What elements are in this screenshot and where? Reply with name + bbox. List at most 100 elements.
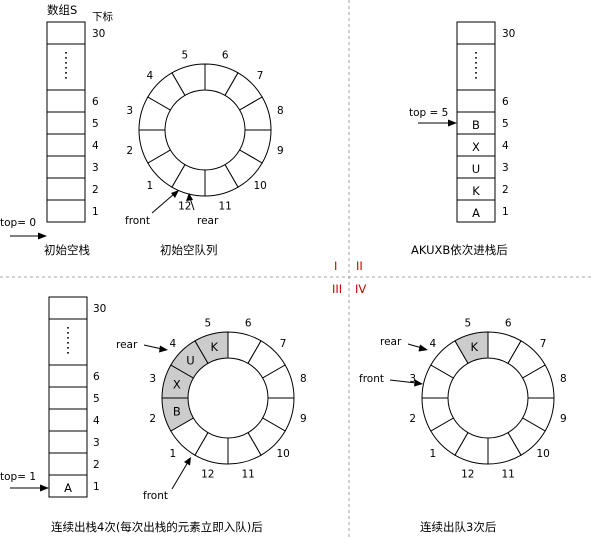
queue-element: K — [211, 340, 219, 354]
slot-index-label: 7 — [540, 338, 547, 350]
array-name-label: 数组S — [47, 3, 77, 17]
stack-cell-4 — [46, 133, 86, 157]
quadrant-label-1: I — [334, 259, 337, 273]
index-label: 4 — [92, 140, 99, 152]
slot-index-label: 12 — [461, 468, 474, 480]
stack-cell-6 — [46, 89, 86, 113]
front-pointer-arrow — [151, 190, 179, 214]
stack-cell-30 — [456, 21, 496, 45]
slot-index-label: 4 — [147, 70, 154, 82]
queue-element: K — [471, 340, 479, 354]
slot-index-label: 12 — [178, 200, 191, 212]
rear-pointer-arrow — [143, 344, 168, 353]
queue-slot — [194, 431, 229, 465]
rear-pointer-arrow — [407, 343, 428, 352]
top-pointer-arrow — [10, 484, 49, 492]
slot-index-label: 11 — [242, 468, 255, 480]
rear-pointer-label: rear — [197, 215, 219, 227]
panel-caption: AKUXB依次进栈后 — [411, 243, 508, 257]
panel-caption: 初始空栈 — [44, 243, 90, 257]
slot-index-label: 5 — [464, 318, 471, 330]
slot-index-label: 5 — [181, 50, 188, 62]
slot-index-label: 12 — [201, 468, 214, 480]
stack-cell-3 — [46, 155, 86, 179]
queue-slot — [454, 431, 489, 465]
quadrant-label-3: III — [332, 282, 342, 296]
index-label: 3 — [502, 162, 509, 174]
index-label: 3 — [93, 437, 100, 449]
slot-index-label: 4 — [170, 338, 177, 350]
index-label: 6 — [502, 96, 509, 108]
slot-index-label: 6 — [245, 318, 252, 330]
index-label: 4 — [93, 415, 100, 427]
panel-caption: 连续出栈4次(每次出栈的元素立即入队)后 — [51, 520, 263, 534]
index-label: 1 — [502, 206, 509, 218]
queue-element: X — [173, 377, 181, 391]
top-pointer-label: top= 0 — [0, 217, 36, 229]
index-label: 30 — [502, 28, 515, 40]
queue-slot — [171, 163, 206, 197]
quadrant-label-4: IV — [355, 282, 366, 296]
slot-index-label: 2 — [126, 145, 133, 157]
slot-index-label: 3 — [149, 373, 156, 385]
stack-element: A — [472, 206, 480, 220]
front-pointer-arrow — [389, 379, 423, 387]
stack-element: K — [472, 184, 480, 198]
index-label: 4 — [502, 140, 509, 152]
slot-index-label: 1 — [170, 448, 177, 460]
panel-initial-empty-stack: 数组S 下标 30 6 5 4 3 2 1 top= 0 初始空栈 — [0, 3, 113, 257]
queue-element: U — [186, 354, 194, 368]
index-header-label: 下标 — [92, 11, 113, 23]
stack-cell-30 — [46, 21, 86, 45]
stack-cell-1 — [48, 474, 88, 498]
index-label: 5 — [92, 118, 99, 130]
slot-index-label: 4 — [430, 338, 437, 350]
slot-index-label: 8 — [560, 373, 567, 385]
slot-index-label: 9 — [300, 413, 307, 425]
slot-index-label: 10 — [253, 180, 266, 192]
index-label: 5 — [93, 393, 100, 405]
rear-pointer-arrow — [186, 193, 195, 211]
top-pointer-label: top= 1 — [0, 471, 36, 483]
stack-cell-30 — [48, 296, 88, 320]
stack-cell-1 — [456, 199, 496, 223]
index-label: 30 — [93, 303, 106, 315]
top-pointer-arrow — [418, 119, 457, 127]
front-pointer-label: front — [143, 490, 168, 502]
queue-element: B — [173, 405, 181, 419]
slot-index-label: 8 — [277, 105, 284, 117]
stack-element: B — [472, 118, 480, 132]
slot-index-label: 8 — [300, 373, 307, 385]
slot-index-label: 10 — [536, 448, 549, 460]
slot-index-label: 1 — [147, 180, 154, 192]
index-label: 1 — [92, 206, 99, 218]
index-label: 2 — [92, 184, 99, 196]
front-pointer-arrow — [171, 457, 191, 490]
panel-after-pop: A 30 6 5 4 3 2 1 top= 1 连续出栈4次(每次出栈的元素立即… — [0, 296, 263, 534]
slot-index-label: 6 — [222, 50, 229, 62]
stack-cell-5 — [48, 386, 88, 410]
top-pointer-arrow — [10, 232, 47, 240]
slot-index-label: 9 — [277, 145, 284, 157]
panel-caption: 初始空队列 — [160, 243, 218, 257]
stack-cell-3 — [48, 430, 88, 454]
stack-cell-2 — [46, 177, 86, 201]
slot-index-label: 11 — [502, 468, 515, 480]
index-label: 6 — [92, 96, 99, 108]
index-label: 30 — [92, 28, 105, 40]
stack-cell-6 — [456, 89, 496, 113]
slot-index-label: 5 — [204, 318, 211, 330]
quadrant-label-2: II — [356, 259, 363, 273]
stack-cell-5 — [46, 111, 86, 135]
stack-element: U — [472, 162, 480, 176]
index-label: 6 — [93, 371, 100, 383]
stack-element: X — [472, 140, 480, 154]
top-pointer-label: top = 5 — [409, 107, 448, 119]
slot-index-label: 1 — [430, 448, 437, 460]
stack-cell-1 — [46, 199, 86, 223]
panel-caption: 连续出队3次后 — [420, 520, 496, 534]
